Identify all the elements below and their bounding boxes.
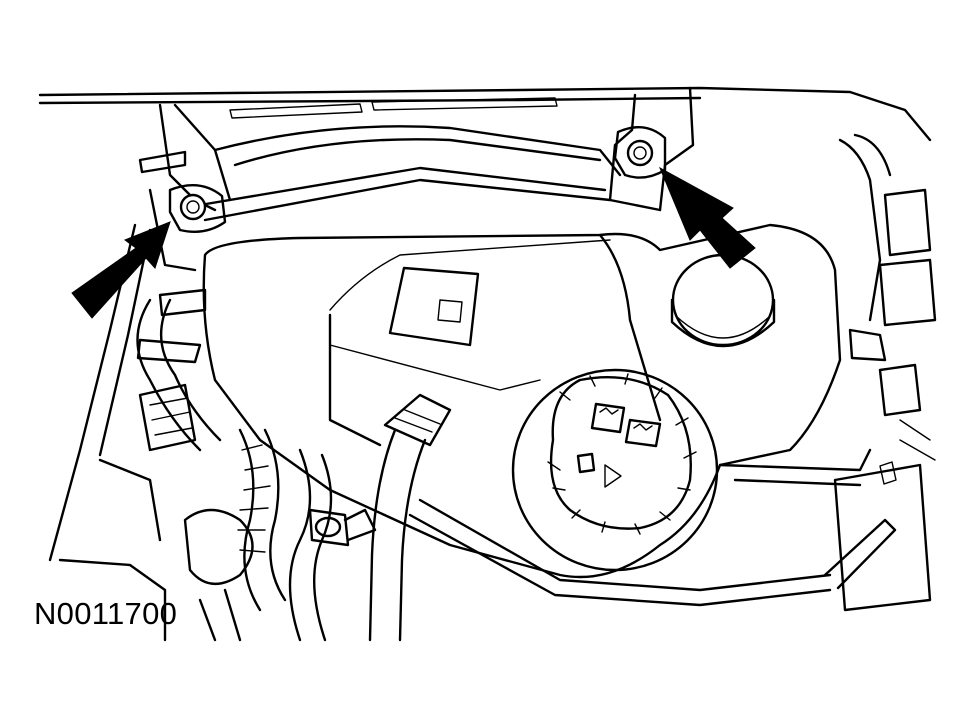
coolant-expansion-tank (202, 223, 842, 579)
figure-id-label: N0011700 (34, 596, 178, 631)
hose-left (368, 393, 452, 642)
sensor-connector (308, 508, 377, 547)
right-arrow (658, 166, 756, 269)
right-components (823, 133, 937, 612)
right-mounting-bolt (613, 126, 667, 179)
lower-crossmember (58, 448, 872, 642)
pressure-cap (511, 368, 719, 572)
left-fender-structure (48, 223, 162, 562)
left-mounting-bolt (168, 184, 227, 233)
left-arrow (71, 221, 171, 319)
cowl-panel (38, 86, 932, 272)
reservoir-cap (670, 253, 776, 348)
wiring-harness (136, 288, 333, 642)
